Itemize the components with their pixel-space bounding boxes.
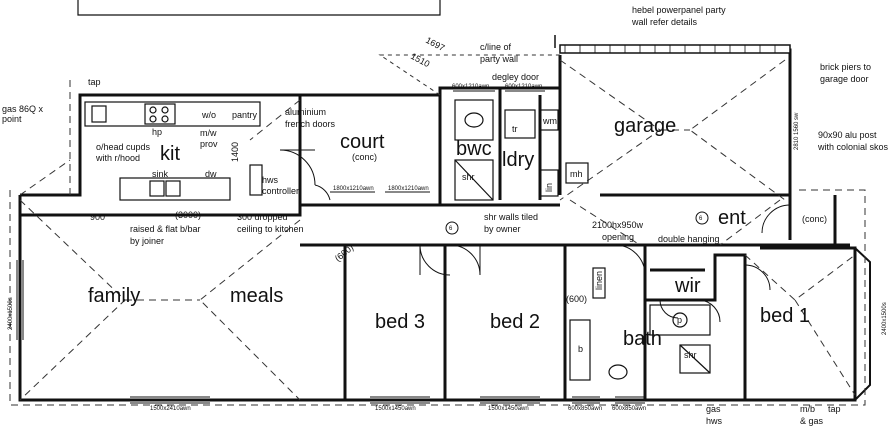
kitchen-fixtures <box>84 101 263 201</box>
window-court-2: 1800x1210awn <box>388 186 429 192</box>
note-drop-2: ceiling to kitchen <box>237 224 304 234</box>
note-mb: m/b <box>800 404 815 414</box>
court-marker-label: 6 <box>449 226 453 232</box>
doors <box>279 149 791 323</box>
note-tap-top: tap <box>88 77 101 87</box>
note-post-2: with colonial skos <box>817 142 889 152</box>
garage-party-wall-hatch <box>564 45 776 53</box>
note-party-2: party wall <box>480 54 518 64</box>
note-hws-1: hws <box>262 175 279 185</box>
note-dim-1697: 1697 <box>424 35 446 53</box>
note-dim-600b: (600) <box>566 294 587 304</box>
note-wo: w/o <box>201 110 216 120</box>
room-bwc: bwc <box>456 138 492 160</box>
window-ldry-top: 600x1210awn <box>505 84 542 90</box>
note-hws-2: controller <box>262 186 299 196</box>
note-tiled-1: shr walls tiled <box>484 212 538 222</box>
window-bottom-2: 1500x1450awn <box>375 406 416 412</box>
room-ent: ent <box>718 207 746 229</box>
note-wm: wm <box>542 116 557 126</box>
note-dim-3000: (3000) <box>175 210 201 220</box>
dim-right: 2810 1560 sw <box>794 112 800 150</box>
note-drop-1: 300 dropped <box>237 212 288 222</box>
note-raised-1: raised & flat b/bar <box>130 224 201 234</box>
note-dim-900: 900 <box>90 212 105 222</box>
note-hebel-2: wall refer details <box>631 17 698 27</box>
note-party-1: c/line of <box>480 42 512 52</box>
note-linen: linen <box>594 271 604 290</box>
window-bottom-3: 1500x1450awn <box>488 406 529 412</box>
note-prov: prov <box>200 139 218 149</box>
note-opening-2: opening <box>602 232 634 242</box>
note-alu-1: aluminium <box>285 107 326 117</box>
room-bed3: bed 3 <box>375 311 425 333</box>
room-bath: bath <box>623 328 662 350</box>
room-ldry: ldry <box>502 149 534 171</box>
note-dw: dw <box>205 169 217 179</box>
room-bed2: bed 2 <box>490 311 540 333</box>
note-gas-bottom: gas <box>706 404 721 414</box>
note-b: b <box>578 344 583 354</box>
window-left-side: 2400x1500s <box>8 297 14 330</box>
ent-marker <box>695 211 709 225</box>
note-lin: lin <box>544 183 554 192</box>
room-family: family <box>88 285 140 307</box>
room-kit: kit <box>160 143 180 165</box>
note-mw: m/w <box>200 128 217 138</box>
court-marker <box>445 221 459 235</box>
note-p: p <box>677 315 682 325</box>
note-gas-point: point <box>2 114 22 124</box>
note-gas-bottom-2: & gas <box>800 416 824 426</box>
room-shr-bwc: shr <box>462 172 475 182</box>
note-double-hanging: double hanging <box>658 234 720 244</box>
note-tr: tr <box>512 124 518 134</box>
note-opening-1: 2100hx950w <box>592 220 644 230</box>
room-meals: meals <box>230 285 283 307</box>
wet-area-fixtures <box>454 99 711 381</box>
window-bottom-5: 600x850awn <box>612 406 646 412</box>
note-tap-bottom: tap <box>828 404 841 414</box>
garage-party-wall <box>559 44 791 54</box>
room-shr-bath: shr <box>684 350 697 360</box>
window-bwc-top: 600x1210awn <box>452 84 489 90</box>
roof-lines <box>9 54 866 406</box>
note-hws-bottom: hws <box>706 416 723 426</box>
note-raised-2: by joiner <box>130 236 164 246</box>
room-court: court <box>340 131 385 153</box>
note-ohead: o/head cupds <box>96 142 151 152</box>
note-gas-meter: gas 86Q x <box>2 104 44 114</box>
note-sink: sink <box>152 169 169 179</box>
room-court-sub: (conc) <box>352 152 377 162</box>
note-tiled-2: by owner <box>484 224 521 234</box>
window-court-1: 1800x1210awn <box>333 186 374 192</box>
note-mh: mh <box>570 169 583 179</box>
note-dim-1510: 1510 <box>409 51 431 69</box>
window-right-side: 2400x1500s <box>882 302 888 335</box>
ent-marker-label: 6 <box>699 216 703 222</box>
note-rhood: with r/hood <box>95 153 140 163</box>
note-degley: degley door <box>492 72 539 82</box>
note-brick-2: garage door <box>820 74 869 84</box>
note-post-1: 90x90 alu post <box>818 130 877 140</box>
note-alu-2: french doors <box>285 119 336 129</box>
note-brick-1: brick piers to <box>820 62 871 72</box>
windows <box>16 90 645 404</box>
room-garage: garage <box>614 115 676 137</box>
room-ent-sub: (conc) <box>802 214 827 224</box>
note-hebel-1: hebel powerpanel party <box>632 5 726 15</box>
window-bottom-1: 1500x2410awn <box>150 406 191 412</box>
note-hp: hp <box>152 127 162 137</box>
room-bed1: bed 1 <box>760 305 810 327</box>
note-dim-1400: 1400 <box>230 142 240 162</box>
note-pantry: pantry <box>232 110 258 120</box>
window-bottom-4: 600x850awn <box>568 406 602 412</box>
room-wir: wir <box>674 275 701 297</box>
